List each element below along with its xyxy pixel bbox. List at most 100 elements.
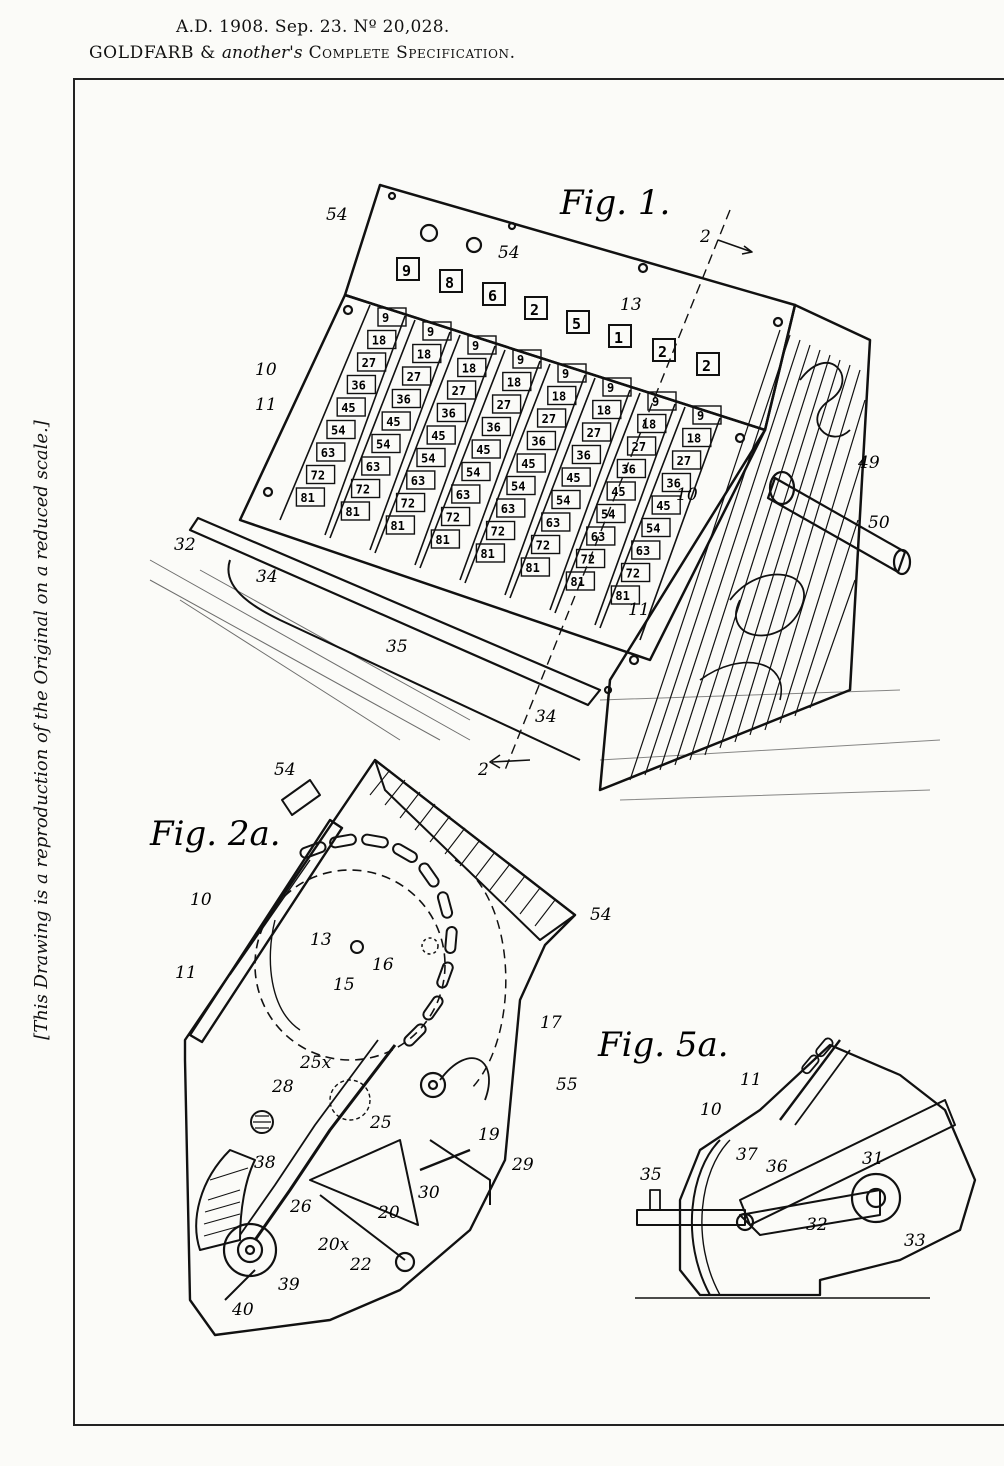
ref-numeral: 25: [369, 1113, 392, 1133]
key-value: 54: [331, 424, 345, 438]
key-box: [536, 408, 567, 428]
key-box: [575, 548, 606, 569]
key-value: 9: [607, 381, 614, 395]
key-value: 54: [556, 494, 570, 508]
ref-numeral: 54: [274, 760, 296, 780]
key-value: 18: [417, 348, 431, 362]
key-box: [377, 307, 407, 327]
fig1-key-columns: 9 18 27 36 45 54 63 72 81 9 18 27 36 45 54 63 72 81 9 18 27 3…: [295, 307, 722, 605]
fig1-window-digits: 9 8 6 2 5 1 2 2: [396, 257, 720, 376]
key-box: [506, 475, 536, 496]
key-box: [412, 343, 442, 364]
key-box: [346, 374, 377, 395]
ref-numeral: 37: [736, 1145, 758, 1165]
key-box: [661, 472, 692, 493]
key-box: [512, 349, 542, 369]
key-box: [516, 453, 546, 473]
ref-numeral: 30: [418, 1183, 440, 1203]
fig5a-detail: [635, 1037, 977, 1299]
key-value: 72: [626, 567, 640, 581]
ref-numeral: 11: [628, 600, 650, 620]
key-value: 27: [632, 440, 646, 454]
key-box: [475, 543, 506, 563]
ref-numeral: 54: [498, 243, 520, 263]
ref-numeral: 35: [640, 1165, 662, 1185]
ref-numeral: 32: [174, 535, 196, 555]
ref-numeral: 39: [278, 1275, 300, 1295]
ref-numeral: 28: [271, 1077, 294, 1097]
ref-numeral: 40: [231, 1300, 254, 1320]
key-box: [606, 481, 636, 501]
frame-top-rule: [73, 78, 1004, 80]
key-value: 81: [390, 519, 404, 533]
key-box: [557, 363, 587, 383]
key-value: 9: [472, 339, 479, 353]
fig2a-reference-numerals: 54 54 10 11 13 15 16 17 25x 28 25 55 19 …: [175, 760, 612, 1320]
key-value: 18: [507, 376, 521, 390]
key-value: 72: [311, 469, 325, 483]
key-value: 81: [480, 547, 494, 561]
key-value: 27: [497, 398, 511, 412]
window-digit: 6: [488, 287, 497, 305]
key-box: [295, 487, 326, 507]
key-box: [626, 436, 657, 456]
key-value: 36: [486, 421, 500, 435]
ref-numeral: 20x: [317, 1235, 350, 1255]
key-box: [596, 503, 626, 524]
key-box: [571, 444, 602, 465]
key-box: [610, 585, 641, 605]
key-box: [422, 321, 452, 341]
key-value: 27: [587, 426, 601, 440]
ref-numeral: 29: [511, 1155, 534, 1175]
key-value: 36: [576, 449, 590, 463]
ref-numeral: 36: [766, 1157, 788, 1177]
ref-numeral: 49: [857, 453, 880, 473]
ref-numeral: 22: [349, 1255, 372, 1275]
ref-numeral: 2: [477, 760, 489, 780]
key-box: [581, 422, 612, 442]
key-value: 45: [521, 457, 535, 471]
key-box: [592, 399, 622, 420]
key-box: [446, 380, 477, 400]
ref-numeral: 20: [377, 1203, 400, 1223]
key-box: [551, 489, 581, 510]
key-value: 36: [396, 393, 410, 407]
key-value: 45: [341, 401, 355, 415]
key-box: [340, 501, 371, 521]
key-box: [651, 495, 681, 515]
key-value: 45: [476, 443, 490, 457]
specification-title: GOLDFARB & another's Complete Specificat…: [89, 43, 516, 63]
key-box: [406, 470, 436, 490]
specification-type: Complete Specification.: [308, 43, 516, 63]
key-box: [451, 484, 481, 504]
key-value: 72: [491, 525, 505, 539]
key-box: [436, 402, 467, 423]
key-box: [471, 439, 501, 459]
key-value: 9: [697, 409, 704, 423]
key-box: [326, 419, 356, 440]
fig1-adding-machine: [149, 183, 941, 801]
key-value: 72: [536, 539, 550, 553]
key-box: [361, 456, 391, 476]
key-value: 45: [611, 485, 625, 499]
ref-numeral: 10: [700, 1100, 722, 1120]
key-value: 27: [677, 454, 691, 468]
ref-numeral: 13: [620, 295, 642, 315]
key-box: [461, 461, 491, 482]
key-box: [440, 506, 471, 527]
key-value: 63: [591, 530, 605, 544]
window-digit: 2: [658, 343, 667, 361]
key-box: [565, 571, 596, 591]
ref-numeral: 15: [333, 975, 355, 995]
key-value: 63: [366, 460, 380, 474]
key-value: 18: [642, 418, 656, 432]
ref-numeral: 11: [740, 1070, 762, 1090]
key-box: [385, 515, 416, 535]
key-value: 9: [652, 395, 659, 409]
key-box: [426, 425, 456, 445]
key-value: 63: [456, 488, 470, 502]
key-box: [671, 450, 702, 470]
key-box: [391, 388, 422, 409]
ref-numeral: 38: [254, 1153, 276, 1173]
